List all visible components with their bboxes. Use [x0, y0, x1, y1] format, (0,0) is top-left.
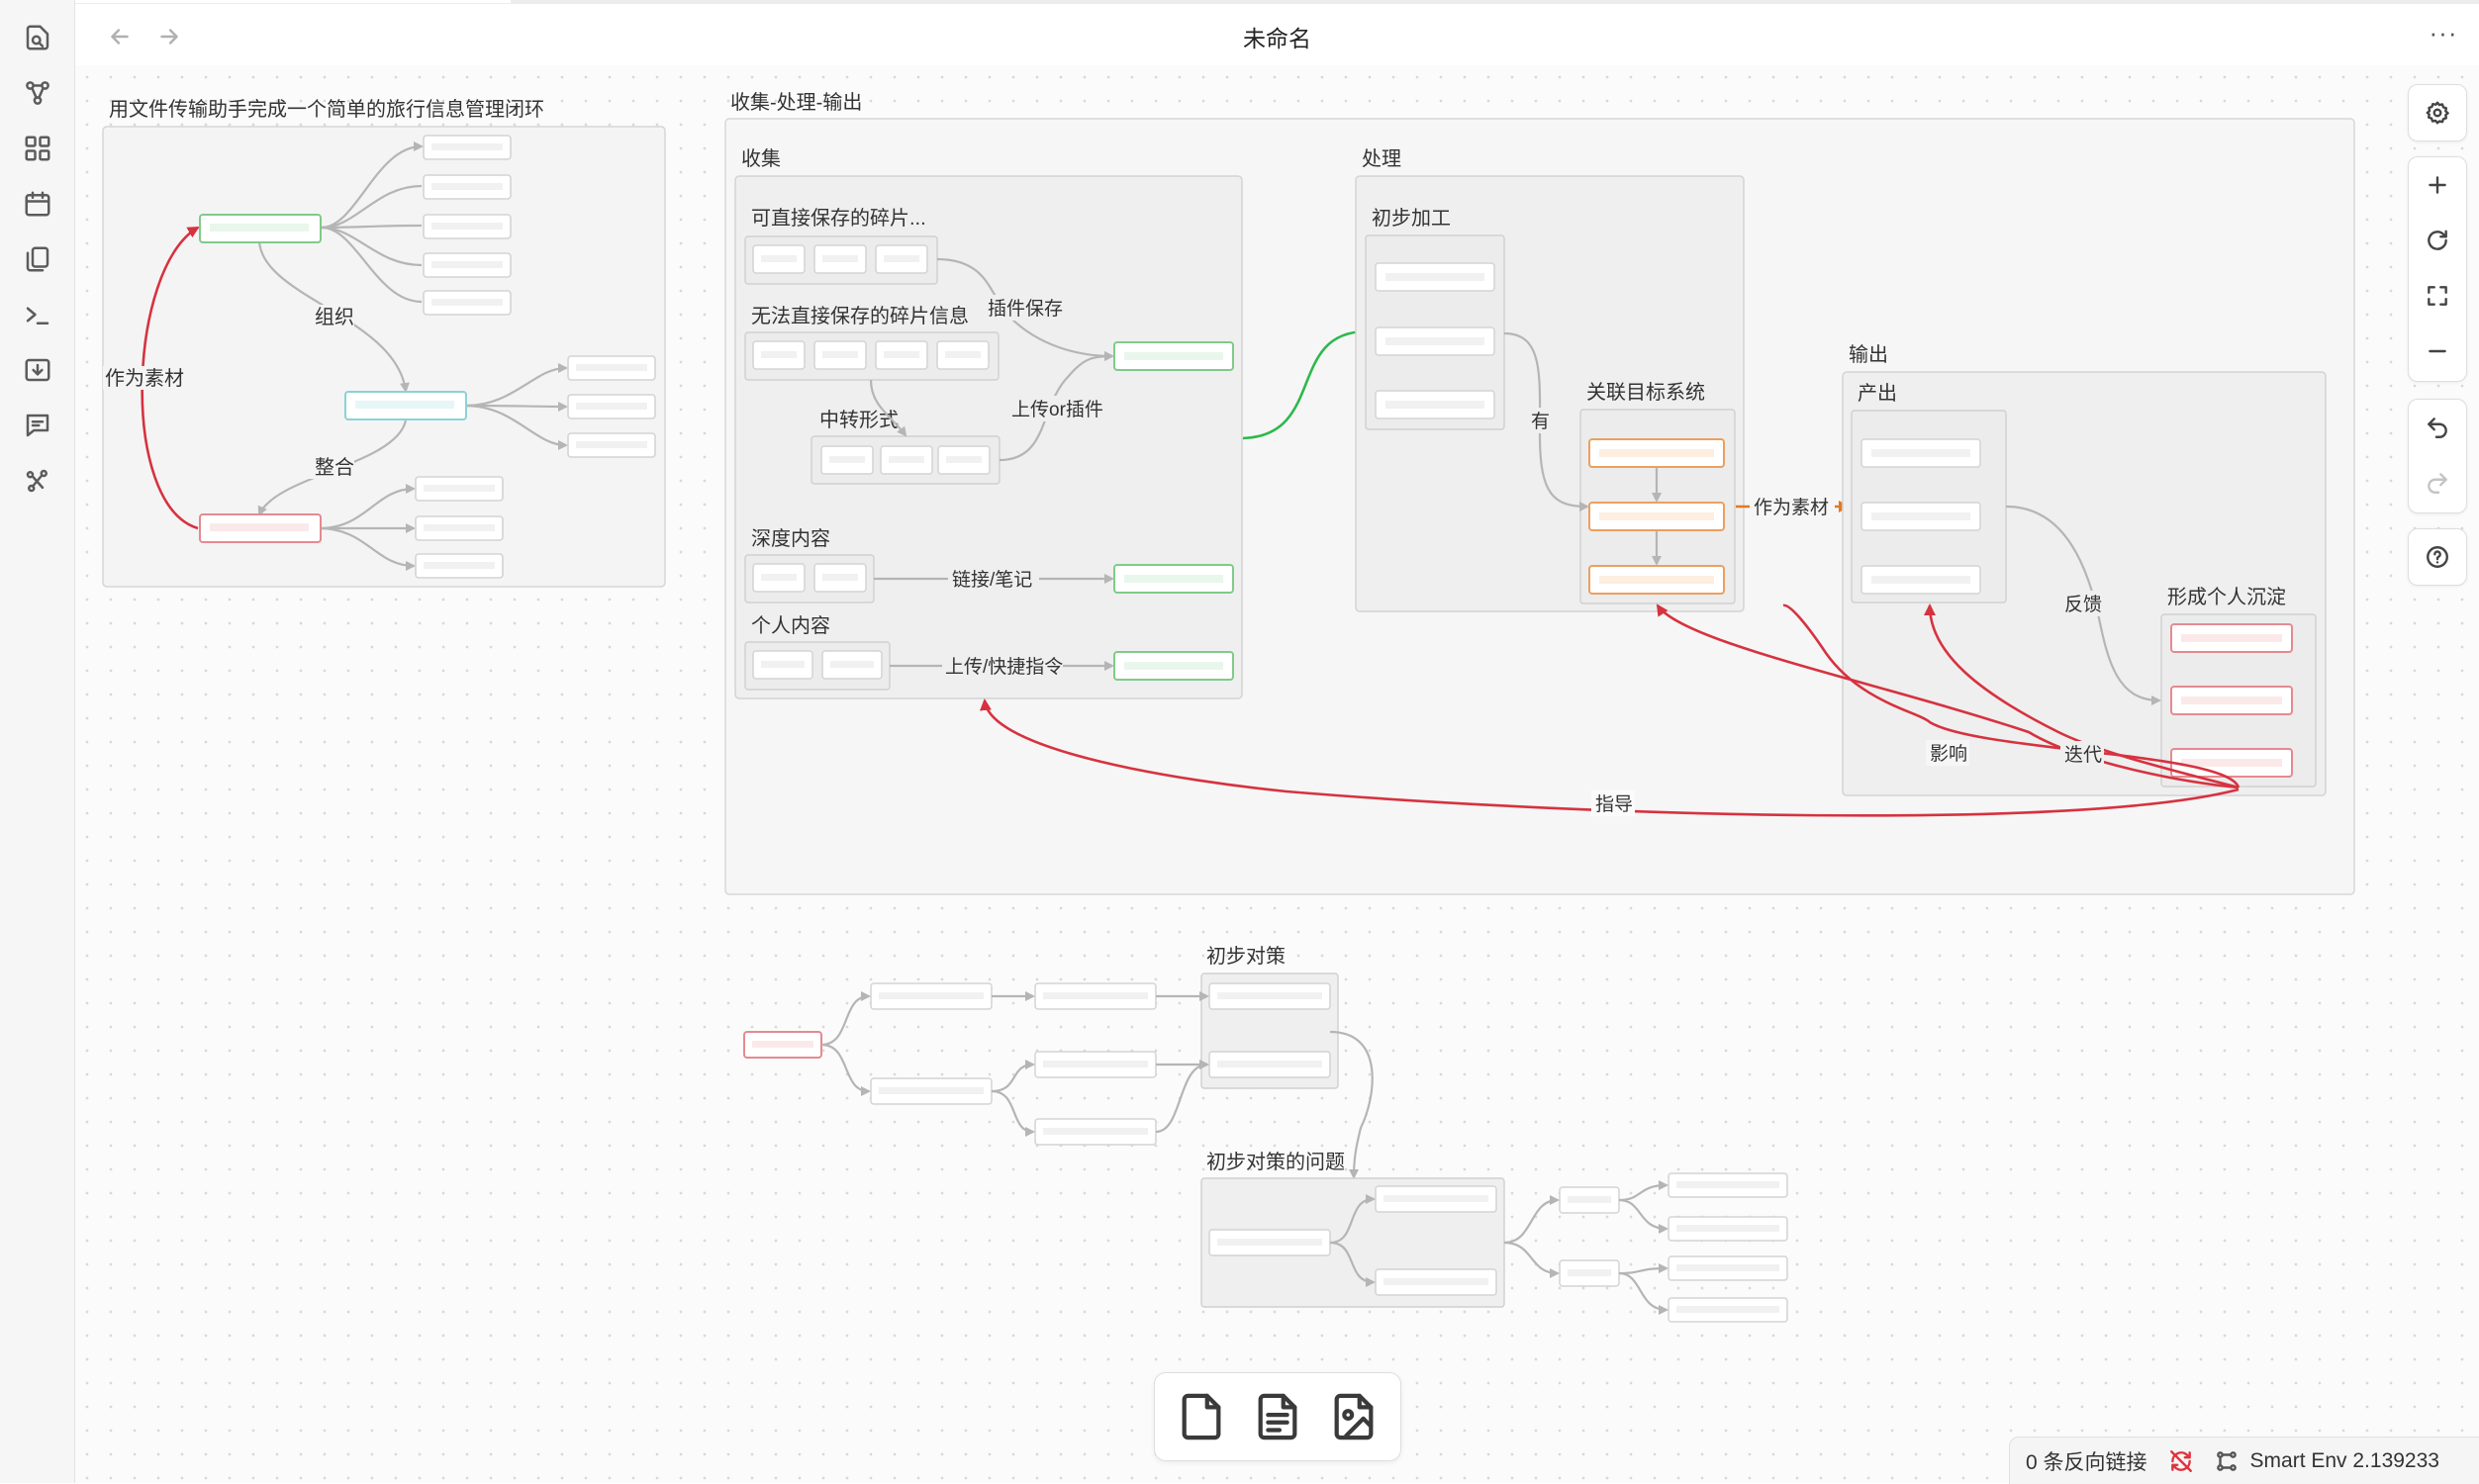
forward-arrow-icon[interactable]	[152, 20, 186, 53]
chat-icon[interactable]	[20, 408, 55, 443]
help-icon[interactable]	[2409, 529, 2466, 585]
new-card-icon[interactable]	[1172, 1387, 1231, 1446]
network-icon[interactable]	[20, 463, 55, 499]
redo-icon[interactable]	[2409, 455, 2466, 510]
status-bar: 0 条反向链接 Smart Env 2.139233	[2009, 1437, 2479, 1484]
terminal-icon[interactable]	[20, 297, 55, 332]
zoom-in-icon[interactable]	[2409, 157, 2466, 213]
active-tab[interactable]	[75, 0, 511, 3]
help-control	[2408, 528, 2467, 586]
settings-control	[2408, 84, 2467, 141]
backlinks-count[interactable]: 0 条反向链接	[2026, 1450, 2147, 1474]
settings-icon[interactable]	[2409, 85, 2466, 140]
canvas-grid-icon[interactable]	[20, 131, 55, 166]
view-header: 未命名 ···	[75, 4, 2479, 65]
new-media-icon[interactable]	[1324, 1387, 1383, 1446]
graph-icon[interactable]	[20, 75, 55, 111]
fit-screen-icon[interactable]	[2409, 268, 2466, 324]
undo-icon[interactable]	[2409, 400, 2466, 455]
calendar-icon[interactable]	[20, 186, 55, 222]
back-arrow-icon[interactable]	[103, 20, 137, 53]
copy-icon[interactable]	[20, 241, 55, 277]
history-controls	[2408, 399, 2467, 513]
reset-zoom-icon[interactable]	[2409, 213, 2466, 268]
sync-off-icon[interactable]	[2167, 1447, 2195, 1475]
more-options-icon[interactable]: ···	[2429, 18, 2458, 47]
zoom-controls	[2408, 156, 2467, 382]
canvas-area[interactable]	[75, 65, 2479, 1483]
left-ribbon	[0, 0, 75, 1483]
import-icon[interactable]	[20, 352, 55, 388]
card-toolbar	[1154, 1372, 1401, 1461]
smart-env-icon[interactable]	[2213, 1447, 2241, 1475]
zoom-out-icon[interactable]	[2409, 324, 2466, 379]
search-icon[interactable]	[20, 20, 55, 55]
smart-env-version[interactable]: Smart Env 2.139233	[2249, 1448, 2439, 1472]
new-note-icon[interactable]	[1248, 1387, 1307, 1446]
page-title: 未命名	[1243, 26, 1311, 51]
tab-strip	[75, 0, 2479, 4]
